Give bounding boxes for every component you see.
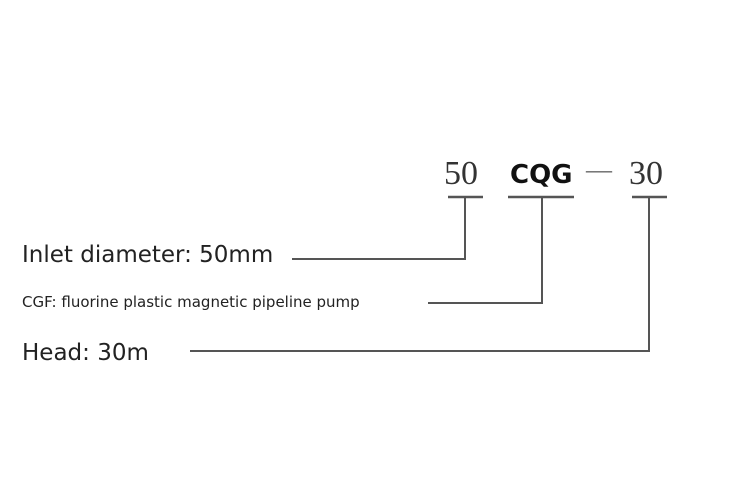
code-separator: — bbox=[586, 155, 612, 184]
leader-head bbox=[190, 197, 650, 352]
leader-inlet bbox=[292, 197, 466, 260]
code-pump-type: CQG bbox=[510, 160, 573, 190]
leader-type bbox=[428, 197, 543, 304]
label-pump-type: CGF: fluorine plastic magnetic pipeline … bbox=[22, 293, 360, 311]
code-head: 30 bbox=[629, 155, 663, 192]
label-head: Head: 30m bbox=[22, 340, 149, 366]
code-inlet-diameter: 50 bbox=[444, 155, 478, 192]
label-inlet-diameter: Inlet diameter: 50mm bbox=[22, 242, 274, 268]
